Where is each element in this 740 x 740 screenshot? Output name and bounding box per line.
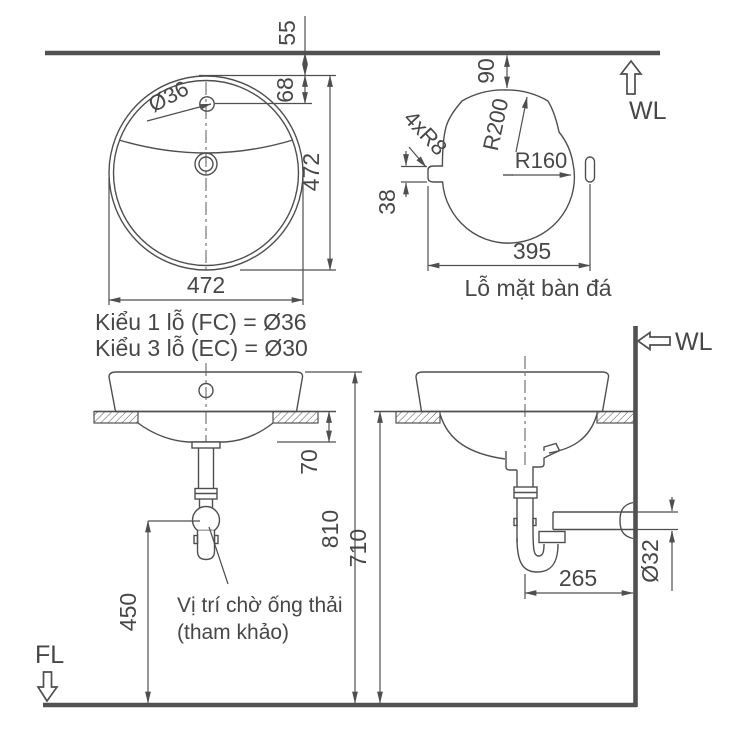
ptrap-outer-bend — [516, 537, 559, 573]
bowl-underside-side-left — [439, 413, 506, 460]
drain-fitting-left — [505, 451, 517, 471]
dim-55-label: 55 — [274, 20, 300, 46]
waste-stub-front — [196, 530, 216, 561]
overflow-fitting — [532, 442, 561, 470]
faucet-hole — [199, 96, 215, 112]
dim-68-label: 68 — [272, 77, 298, 103]
waste-note-line2: (tham khảo) — [177, 621, 289, 644]
dim-32-label: Ø32 — [637, 539, 663, 582]
r160-label: R160 — [515, 148, 568, 173]
pipe-flange-right — [532, 517, 537, 527]
dim-70-label: 70 — [296, 449, 322, 475]
tailpipe-side — [516, 470, 534, 542]
dim-32-extensions — [637, 511, 678, 531]
wall-escutcheon — [619, 501, 634, 540]
drain-hole-outer — [194, 152, 218, 176]
dim-810-label: 810 — [317, 510, 343, 548]
dim-472h-label: 472 — [187, 272, 225, 298]
dim-38-label: 38 — [374, 189, 400, 215]
dim-472h-extensions — [108, 178, 304, 305]
r200-leader — [515, 96, 528, 153]
cutout-caption: Lỗ mặt bàn đá — [464, 275, 611, 301]
front-view: Vị trí chờ ống thải (tham khảo) 70 450 8… — [93, 363, 362, 704]
tailpipe-front — [197, 448, 215, 489]
fl-down-arrow-icon — [36, 671, 59, 703]
counter-hatch-right — [272, 410, 319, 424]
stub-flange-right — [213, 534, 219, 545]
trap-union-nut — [538, 530, 566, 544]
dim-90-label: 90 — [473, 58, 499, 84]
wl-top-label: WL — [629, 97, 667, 125]
cutout-outline — [427, 89, 576, 244]
basin-inner-rim — [112, 79, 300, 267]
waste-pipe-horizontal — [552, 511, 635, 531]
waste-note-leader — [208, 526, 229, 585]
faucet-hole-leader — [146, 103, 212, 122]
counter-hatch-side-left — [395, 410, 441, 424]
fixing-slot-hole — [584, 156, 596, 183]
side-view: 710 265 Ø32 — [345, 356, 678, 704]
dim-38-extensions — [401, 165, 427, 183]
dim-265-label: 265 — [559, 565, 597, 591]
wl-side-label: WL — [675, 328, 713, 356]
r200-label: R200 — [478, 96, 513, 153]
vessel-body-front — [108, 371, 304, 413]
pipe-segment-front — [198, 499, 214, 508]
countertop-cutout-view: 90 R200 R160 4xR8 38 395 Lỗ mặt bàn đá — [374, 54, 612, 301]
fillet-leader — [408, 146, 427, 168]
counter-hatch-left — [93, 410, 139, 424]
drain-flange-front — [191, 441, 221, 449]
bowl-underside-side-right — [548, 413, 598, 454]
ptrap-inner-bend — [532, 527, 545, 557]
dim-472v-label: 472 — [298, 153, 324, 191]
dim-395-label: 395 — [513, 238, 551, 264]
waste-note-line1: Vị trí chờ ống thải — [177, 594, 343, 617]
dim-450-label: 450 — [115, 593, 141, 631]
pipe-flange-left — [513, 517, 518, 527]
plan-view: Ø36 55 68 472 472 Kiểu 1 lỗ (FC) = Ø36 K… — [95, 16, 336, 361]
trap-ball-joint — [191, 505, 221, 535]
vessel-body-side — [415, 371, 610, 413]
dim-395-extensions — [427, 184, 591, 271]
counter-hatch-side-right — [596, 410, 635, 424]
wl-up-arrow-icon — [619, 59, 643, 95]
hole-type-1-note: Kiểu 1 lỗ (FC) = Ø36 — [95, 309, 307, 335]
stub-flange-left — [193, 534, 199, 545]
fl-label: FL — [35, 641, 64, 669]
dim-710-label: 710 — [345, 529, 371, 567]
wl-left-arrow-icon — [636, 330, 671, 352]
drain-hole-inner — [198, 156, 214, 172]
hole-type-2-note: Kiểu 3 lỗ (EC) = Ø30 — [95, 335, 308, 361]
reference-lines: WL WL FL — [35, 50, 713, 708]
